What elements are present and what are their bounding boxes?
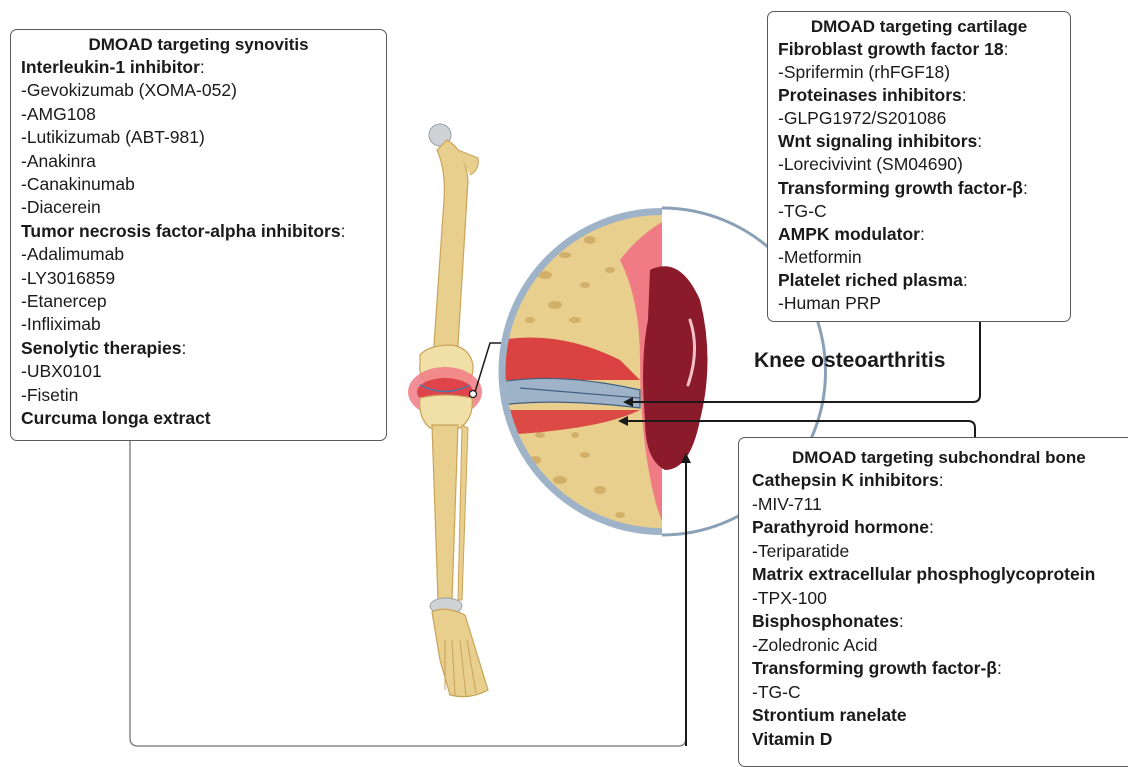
category-heading-text: Transforming growth factor-β [752, 658, 997, 678]
drug-item: -Anakinra [21, 150, 386, 173]
heading-colon: : [963, 270, 968, 290]
drug-item: -Metformin [778, 246, 1070, 269]
category-heading: Tumor necrosis factor-alpha inhibitors: [21, 220, 386, 243]
drug-item: -Lorecivivint (SM04690) [778, 153, 1070, 176]
drug-item: -TG-C [752, 681, 1128, 705]
category-heading-text: Proteinases inhibitors [778, 85, 962, 105]
category-heading-text: Curcuma longa extract [21, 408, 211, 428]
heading-colon: : [181, 338, 186, 358]
heading-colon: : [977, 131, 982, 151]
drug-item: -Human PRP [778, 292, 1070, 315]
category-heading: Wnt signaling inhibitors: [778, 130, 1070, 153]
category-heading-text: Parathyroid hormone [752, 517, 929, 537]
drug-item: -Sprifermin (rhFGF18) [778, 61, 1070, 84]
synovitis-drug-box: DMOAD targeting synovitis Interleukin-1 … [10, 29, 387, 441]
category-heading-text: Strontium ranelate [752, 705, 907, 725]
femur [433, 140, 468, 362]
drug-item: -MIV-711 [752, 493, 1128, 517]
category-heading: Transforming growth factor-β: [752, 657, 1128, 681]
subchondral-box-title: DMOAD targeting subchondral bone [752, 447, 1128, 469]
subchondral-bone-drug-box: DMOAD targeting subchondral bone Catheps… [738, 437, 1128, 767]
category-heading: Bisphosphonates: [752, 610, 1128, 634]
lesion-dark [643, 266, 707, 470]
drug-item: -GLPG1972/S201086 [778, 107, 1070, 130]
category-heading: Cathepsin K inhibitors: [752, 469, 1128, 493]
drug-item: -LY3016859 [21, 267, 386, 290]
category-heading: Vitamin D [752, 728, 1128, 752]
heading-colon: : [920, 224, 925, 244]
heading-colon: : [341, 221, 346, 241]
cartilage-box-title: DMOAD targeting cartilage [768, 16, 1070, 38]
category-heading-text: Platelet riched plasma [778, 270, 963, 290]
heading-colon: : [939, 470, 944, 490]
category-heading-text: Vitamin D [752, 729, 832, 749]
category-heading-text: Bisphosphonates [752, 611, 899, 631]
category-heading-text: Interleukin-1 inhibitor [21, 57, 200, 77]
drug-item: -UBX0101 [21, 360, 386, 383]
heading-colon: : [997, 658, 1002, 678]
category-heading-text: Matrix extracellular phosphoglycoprotein [752, 564, 1095, 584]
tibial-plateau [420, 395, 473, 428]
category-heading: Parathyroid hormone: [752, 516, 1128, 540]
drug-item: -Adalimumab [21, 243, 386, 266]
category-heading: Senolytic therapies: [21, 337, 386, 360]
category-heading: AMPK modulator: [778, 223, 1070, 246]
foot-bones [432, 609, 488, 697]
heading-colon: : [200, 57, 205, 77]
drug-item: -Gevokizumab (XOMA-052) [21, 79, 386, 102]
tibia [432, 425, 458, 600]
category-heading-text: Wnt signaling inhibitors [778, 131, 977, 151]
drug-item: -Diacerein [21, 196, 386, 219]
category-heading-text: Fibroblast growth factor 18 [778, 39, 1004, 59]
synovitis-box-title: DMOAD targeting synovitis [11, 34, 386, 56]
category-heading-text: Senolytic therapies [21, 338, 181, 358]
heading-colon: : [929, 517, 934, 537]
drug-item: -Zoledronic Acid [752, 634, 1128, 658]
knee-osteoarthritis-label: Knee osteoarthritis [754, 349, 945, 373]
category-heading: Proteinases inhibitors: [778, 84, 1070, 107]
category-heading: Transforming growth factor-β: [778, 177, 1070, 200]
category-heading-text: AMPK modulator [778, 224, 920, 244]
category-heading-text: Cathepsin K inhibitors [752, 470, 939, 490]
drug-item: -Etanercep [21, 290, 386, 313]
heading-colon: : [1004, 39, 1009, 59]
drug-item: -Lutikizumab (ABT-981) [21, 126, 386, 149]
category-heading-text: Tumor necrosis factor-alpha inhibitors [21, 221, 341, 241]
cartilage-drug-box: DMOAD targeting cartilage Fibroblast gro… [767, 11, 1071, 322]
drug-item: -AMG108 [21, 103, 386, 126]
drug-item: -TPX-100 [752, 587, 1128, 611]
category-heading: Platelet riched plasma: [778, 269, 1070, 292]
synovitis-drug-list: Interleukin-1 inhibitor:-Gevokizumab (XO… [21, 56, 386, 431]
heading-colon: : [962, 85, 967, 105]
category-heading: Fibroblast growth factor 18: [778, 38, 1070, 61]
drug-item: -Infliximab [21, 313, 386, 336]
category-heading-text: Transforming growth factor-β [778, 178, 1023, 198]
heading-colon: : [1023, 178, 1028, 198]
category-heading: Curcuma longa extract [21, 407, 386, 430]
drug-item: -Fisetin [21, 384, 386, 407]
leg-skeleton-illustration [408, 124, 488, 697]
drug-item: -TG-C [778, 200, 1070, 223]
category-heading: Strontium ranelate [752, 704, 1128, 728]
cartilage-drug-list: Fibroblast growth factor 18:-Sprifermin … [778, 38, 1070, 315]
drug-item: -Canakinumab [21, 173, 386, 196]
category-heading: Matrix extracellular phosphoglycoprotein [752, 563, 1128, 587]
fibula [458, 425, 468, 600]
drug-item: -Teriparatide [752, 540, 1128, 564]
category-heading: Interleukin-1 inhibitor: [21, 56, 386, 79]
heading-colon: : [899, 611, 904, 631]
